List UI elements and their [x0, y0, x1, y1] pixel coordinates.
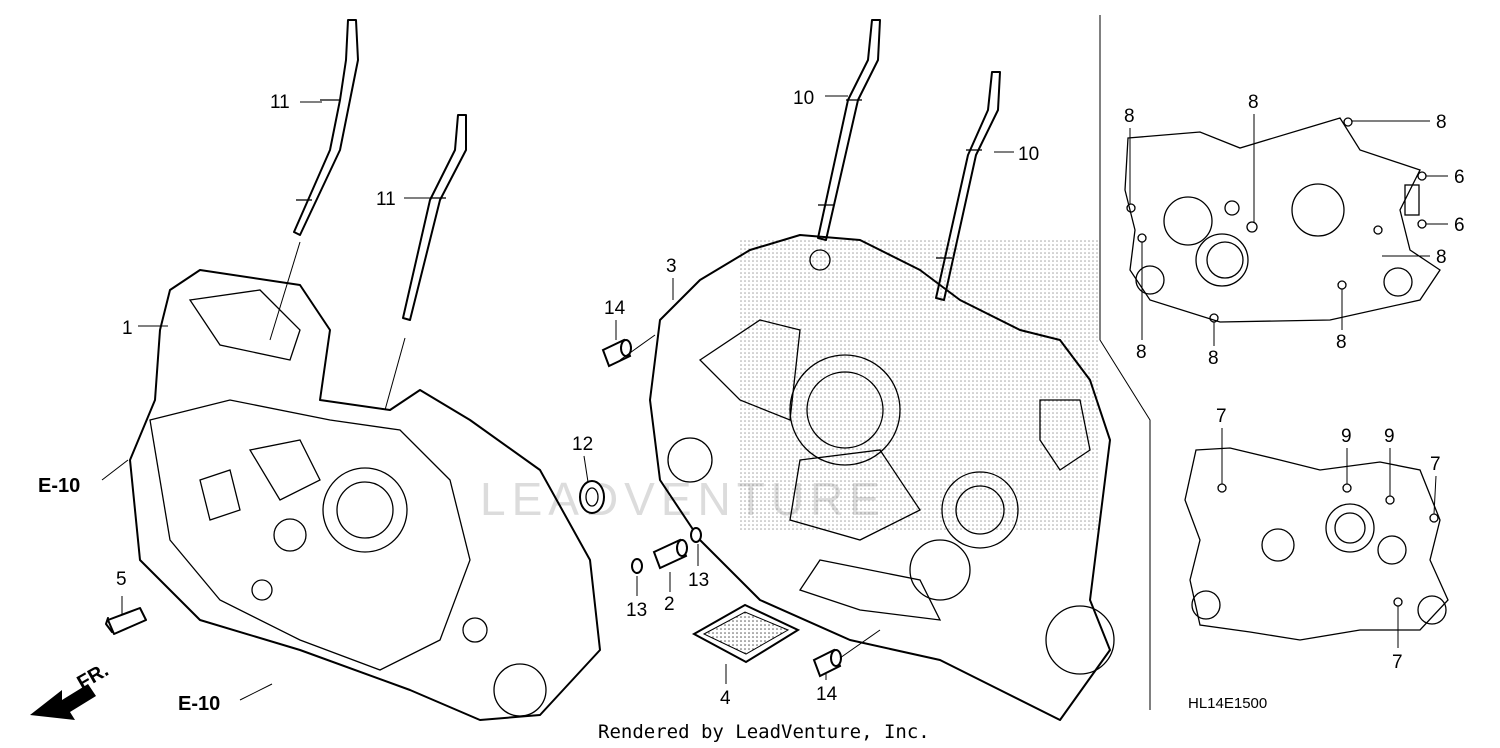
callout-12: 12 [572, 434, 593, 455]
front-direction-arrow: FR. [30, 659, 112, 720]
left-crankcase [129, 269, 601, 721]
callout-2: 2 [664, 594, 675, 615]
inset-top-label-8-b: 8 [1248, 92, 1259, 113]
inset-top-label-8-f: 8 [1208, 348, 1219, 369]
stud-11-right [402, 114, 467, 321]
inset-top-label-8-g: 8 [1336, 332, 1347, 353]
ref-e10-bottom: E-10 [178, 693, 220, 715]
o-ring-13-right [690, 527, 702, 543]
callout-1: 1 [122, 318, 133, 339]
leader-lines [101, 95, 1448, 701]
right-crankcase [649, 234, 1115, 721]
dowel-14-top [601, 338, 632, 368]
inset-bottom-label-7-c: 7 [1392, 652, 1403, 673]
callout-10-right: 10 [1018, 144, 1039, 165]
ref-e10-top: E-10 [38, 475, 80, 497]
footer-credit: Rendered by LeadVenture, Inc. [598, 721, 930, 743]
callout-13-left: 13 [626, 600, 647, 621]
callout-11-top: 11 [270, 92, 290, 113]
stud-11-left [293, 19, 359, 236]
front-label: FR. [74, 659, 113, 694]
inset-top-label-6-a: 6 [1454, 167, 1465, 188]
callout-5: 5 [116, 569, 127, 590]
inset-top-label-8-e: 8 [1136, 342, 1147, 363]
inset-top-outline [1124, 117, 1441, 323]
dowel-14-bottom [812, 648, 842, 678]
inset-top-label-8-a: 8 [1124, 106, 1135, 127]
inset-top-label-6-b: 6 [1454, 215, 1465, 236]
inset-bottom-outline [1184, 447, 1449, 641]
callout-13-right: 13 [688, 570, 709, 591]
orifice-2 [652, 538, 688, 570]
inset-bottom-label-7-b: 7 [1430, 454, 1441, 475]
inset-bottom-label-9-b: 9 [1384, 426, 1395, 447]
stud-10-right [935, 71, 1001, 301]
section-divider [1099, 15, 1151, 710]
callout-14-top: 14 [604, 298, 626, 319]
oil-strainer-4 [691, 603, 801, 664]
bolt-5 [105, 607, 147, 635]
oil-seal-12 [579, 480, 605, 514]
diagram-code: HL14E1500 [1188, 695, 1267, 712]
callout-11-middle: 11 [376, 189, 396, 210]
inset-bottom-label-7-a: 7 [1216, 406, 1227, 427]
callout-10-left: 10 [793, 88, 814, 109]
inset-bottom-label-9-a: 9 [1341, 426, 1352, 447]
stud-10-left [817, 19, 881, 241]
inset-top-label-8-d: 8 [1436, 247, 1447, 268]
callout-3: 3 [666, 256, 677, 277]
callout-4: 4 [720, 688, 731, 709]
inset-top-label-8-c: 8 [1436, 112, 1447, 133]
o-ring-13-left [631, 558, 643, 574]
callout-14-bottom: 14 [816, 684, 838, 705]
